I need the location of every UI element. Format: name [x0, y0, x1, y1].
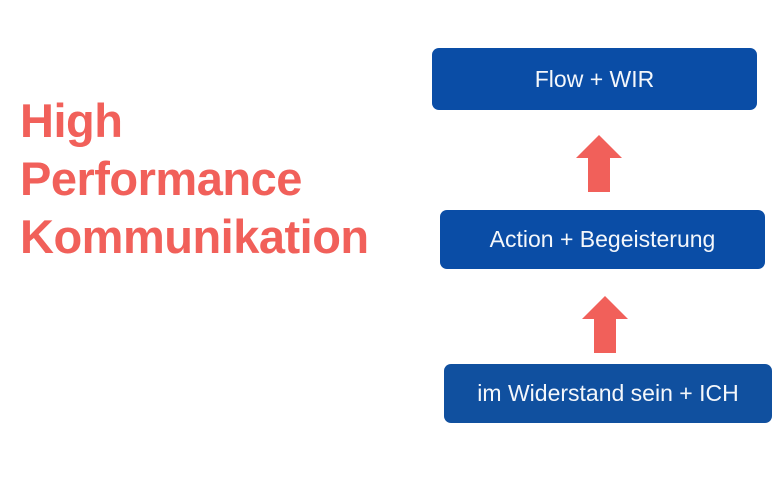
- flow-node-label: im Widerstand sein + ICH: [477, 380, 739, 406]
- arrow-up-icon: [582, 296, 628, 353]
- page-title: High Performance Kommunikation: [20, 94, 369, 263]
- flow-node-label: Flow + WIR: [534, 65, 655, 92]
- arrow-up-icon: [576, 135, 622, 192]
- flow-node-label: Action + Begeisterung: [489, 226, 716, 252]
- flow-node-widerstand-ich[interactable]: im Widerstand sein + ICH: [444, 364, 772, 423]
- flow-node-flow-wir[interactable]: Flow + WIR: [432, 48, 757, 110]
- flow-node-action-begeisterung[interactable]: Action + Begeisterung: [440, 210, 765, 269]
